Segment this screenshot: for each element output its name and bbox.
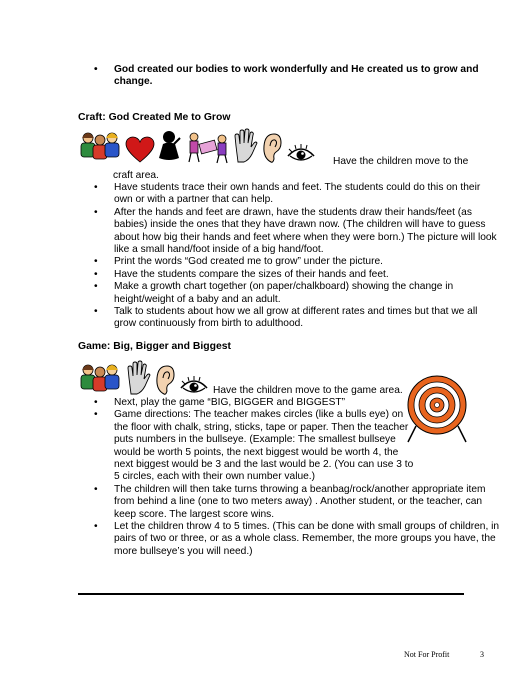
children-group-icon xyxy=(80,364,120,392)
list-item-text: Game directions: The teacher makes circl… xyxy=(114,409,414,483)
list-item: The children will then take turns throwi… xyxy=(94,484,504,521)
ear-icon xyxy=(263,133,282,163)
eye-icon xyxy=(287,144,315,161)
children-group-icon xyxy=(80,132,120,160)
list-item: Make a growth chart together (on paper/c… xyxy=(94,281,498,306)
divider xyxy=(78,593,464,595)
intro-bullet: God created our bodies to work wonderful… xyxy=(94,64,494,89)
eye-icon xyxy=(180,376,208,393)
game-list: Next, play the game “BIG, BIGGER and BIG… xyxy=(94,397,504,558)
list-item: Have the students compare the sizes of t… xyxy=(94,269,498,282)
craft-instruction: Have the children move to the xyxy=(333,156,469,167)
hand-icon xyxy=(234,128,258,163)
list-item: Talk to students about how we all grow a… xyxy=(94,306,498,331)
game-icon-row xyxy=(78,360,209,396)
craft-icon-row xyxy=(78,128,316,164)
game-heading: Game: Big, Bigger and Biggest xyxy=(78,341,231,352)
list-item: Let the children throw 4 to 5 times. (Th… xyxy=(94,521,504,558)
list-item: After the hands and feet are drawn, have… xyxy=(94,207,498,257)
praying-child-icon xyxy=(159,131,181,160)
game-instruction: Have the children move to the game area. xyxy=(213,385,403,396)
craft-heading: Craft: God Created Me to Grow xyxy=(78,112,231,123)
intro-list: God created our bodies to work wonderful… xyxy=(94,64,494,89)
list-item: Have students trace their own hands and … xyxy=(94,182,498,207)
footer-note: Not For Profit xyxy=(404,650,450,659)
craft-instruction-continued: craft area. xyxy=(113,170,159,181)
list-item: Print the words “God created me to grow”… xyxy=(94,256,498,269)
ear-icon xyxy=(156,365,175,395)
children-carrying-box-icon xyxy=(188,132,228,164)
page-number: 3 xyxy=(480,650,484,659)
heart-icon xyxy=(125,136,155,163)
list-item: Game directions: The teacher makes circl… xyxy=(94,409,504,483)
craft-list: Have students trace their own hands and … xyxy=(94,182,498,331)
list-item: Next, play the game “BIG, BIGGER and BIG… xyxy=(94,397,504,410)
hand-icon xyxy=(127,360,151,395)
